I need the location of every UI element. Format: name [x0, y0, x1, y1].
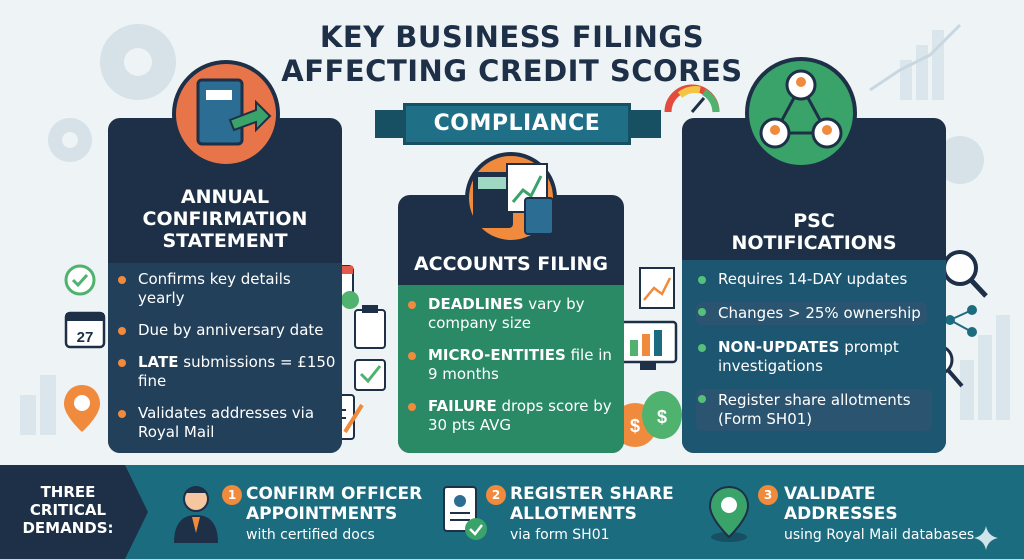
card-title-line2: CONFIRMATION [142, 208, 308, 230]
officer-icon [174, 486, 218, 543]
list-item: MICRO-ENTITIES file in 9 months [406, 346, 620, 384]
binder-icon [172, 60, 280, 168]
people-network-icon [745, 57, 857, 169]
footer-label-box [0, 465, 148, 559]
calendar-day: 27 [77, 329, 94, 346]
list-item: Due by anniversary date [116, 321, 338, 340]
psc-bullet-list: Requires 14-DAY updates Changes > 25% ow… [696, 270, 932, 444]
accounts-bullet-list: DEADLINES vary by company size MICRO-ENT… [406, 295, 620, 448]
gauge-icon [664, 84, 720, 113]
list-item: Validates addresses via Royal Mail [116, 404, 338, 442]
monitor-chart-icon [618, 320, 678, 370]
location-pin-icon [708, 485, 750, 542]
banner-tail-right [627, 110, 661, 138]
card-title-line2: NOTIFICATIONS [731, 232, 897, 254]
card-body [398, 285, 624, 453]
location-pin-icon [64, 385, 100, 432]
line-chart-icon [639, 267, 675, 309]
demand-number: 2 [486, 485, 506, 505]
psc-notifications-card: PSC NOTIFICATIONS Requires 14-DAY update… [682, 118, 946, 453]
svg-text:$: $ [657, 407, 667, 427]
card-title-line3: STATEMENT [162, 230, 288, 252]
list-item: Register share allotments (Form SH01) [696, 389, 932, 431]
annual-confirmation-card: ANNUAL CONFIRMATION STATEMENT Confirms k… [108, 118, 342, 453]
demand-confirm-officer: 1 CONFIRM OFFICER APPOINTMENTS with cert… [166, 465, 436, 559]
card-body [108, 263, 342, 453]
demand-title-line1: CONFIRM OFFICER [246, 484, 423, 504]
certificate-check-icon [443, 486, 487, 540]
list-item: Confirms key details yearly [116, 270, 338, 308]
page-title-line2: AFFECTING CREDIT SCORES [281, 54, 743, 88]
network-icon [945, 305, 977, 337]
calculator-icon [465, 152, 557, 244]
list-item: DEADLINES vary by company size [406, 295, 620, 333]
demand-number: 1 [222, 485, 242, 505]
demand-validate-addresses: 3 VALIDATE ADDRESSES using Royal Mail da… [704, 465, 1020, 559]
magnifier-icon [942, 250, 988, 298]
demand-subtitle: with certified docs [246, 527, 375, 543]
check-circle-icon [64, 264, 96, 296]
card-title: ACCOUNTS FILING [413, 253, 609, 275]
annual-bullet-list: Confirms key details yearly Due by anniv… [116, 270, 338, 453]
page-title-line1: KEY BUSINESS FILINGS [319, 20, 705, 54]
list-item: Changes > 25% ownership [696, 302, 927, 325]
demand-title-line1: VALIDATE [784, 484, 876, 504]
sparkle-icon [974, 526, 998, 550]
svg-text:$: $ [630, 416, 640, 436]
demand-title-line1: REGISTER SHARE [510, 484, 674, 504]
list-item: NON-UPDATES prompt investigations [696, 338, 932, 376]
list-item: LATE submissions = £150 fine [116, 353, 338, 391]
list-item: Requires 14-DAY updates [696, 270, 932, 289]
clipboard-icon [354, 305, 386, 349]
demand-title-line2: APPOINTMENTS [246, 504, 398, 524]
demand-number: 3 [758, 485, 778, 505]
demand-register-share: 2 REGISTER SHARE ALLOTMENTS via form SH0… [440, 465, 690, 559]
footer-bar: THREE CRITICAL DEMANDS: 1 CONFIRM OFFICE… [0, 465, 1024, 559]
compliance-banner: COMPLIANCE [403, 103, 631, 145]
footer-label: THREE CRITICAL DEMANDS: [22, 483, 114, 537]
card-title-line1: PSC [793, 210, 835, 232]
calendar-icon [64, 311, 106, 349]
demand-title-line2: ALLOTMENTS [510, 504, 637, 524]
list-item: FAILURE drops score by 30 pts AVG [406, 397, 620, 435]
card-title-line1: ANNUAL [180, 186, 270, 208]
demand-title-line2: ADDRESSES [784, 504, 898, 524]
demand-subtitle: using Royal Mail databases [784, 527, 975, 543]
checkbox-icon [354, 359, 386, 391]
demand-subtitle: via form SH01 [510, 527, 610, 543]
